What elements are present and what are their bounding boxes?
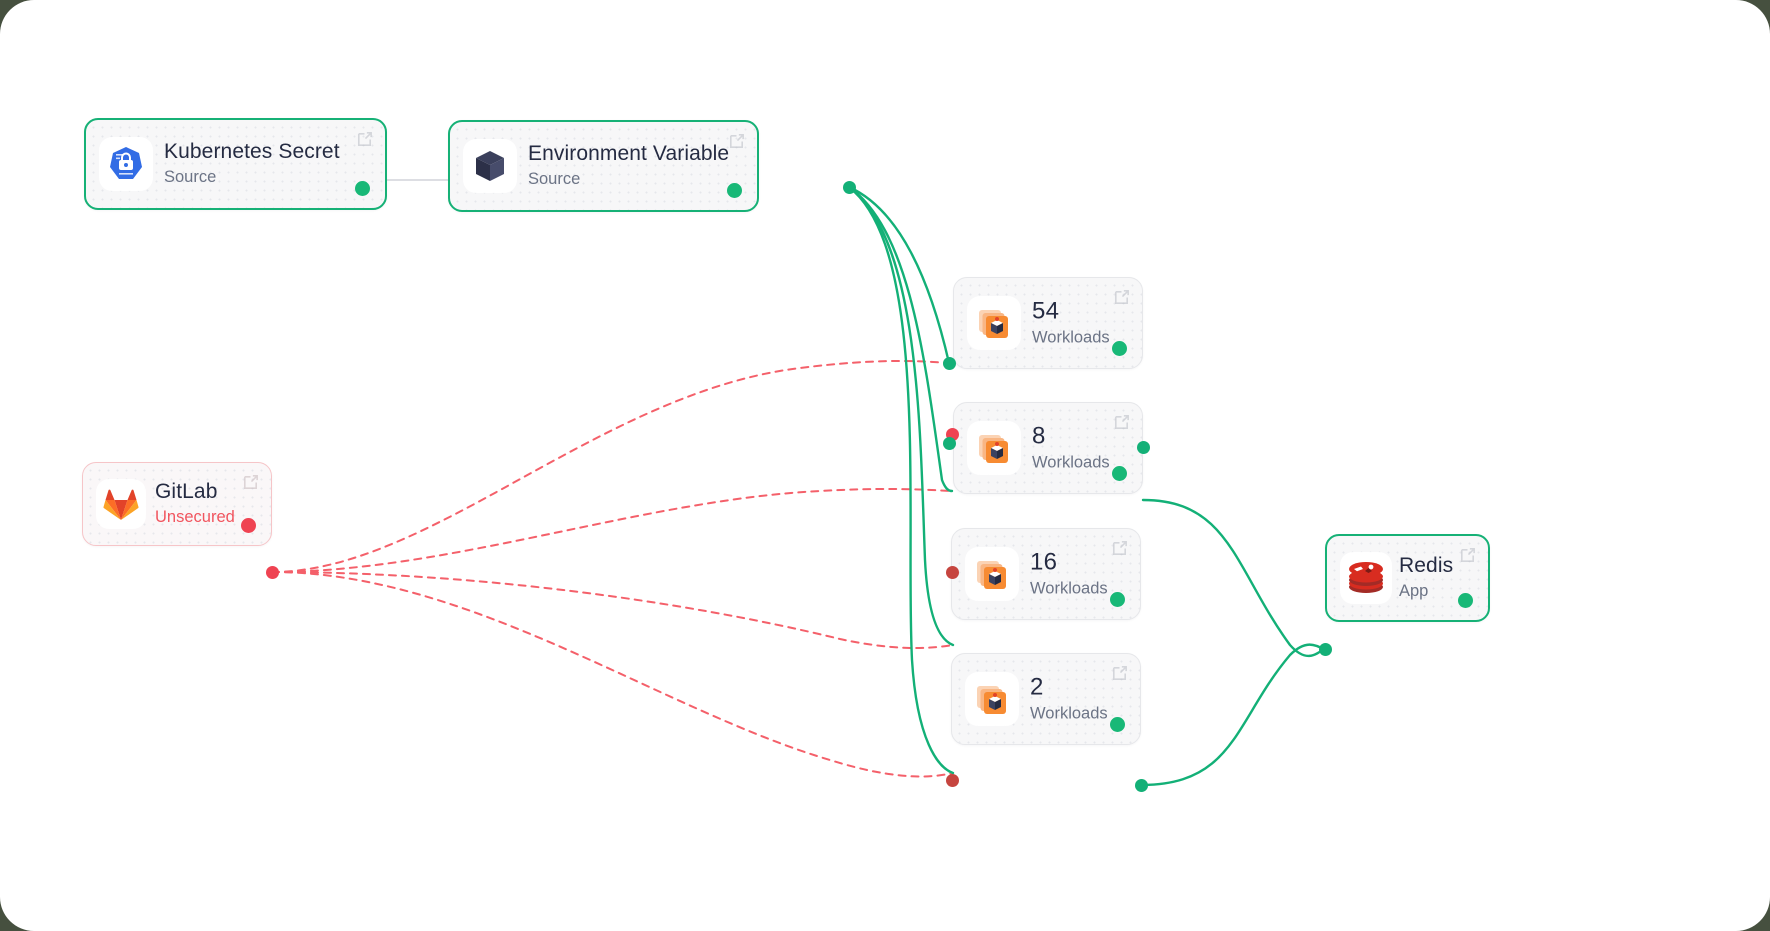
workload-stack-icon bbox=[966, 673, 1018, 725]
node-subtitle: Workloads bbox=[1032, 453, 1110, 472]
edge-gitlab-to-16 bbox=[271, 571, 954, 650]
edge-envvar-to-54 bbox=[847, 185, 951, 365]
node-workloads-2[interactable]: 2 Workloads bbox=[951, 653, 1141, 745]
edge-gitlab-to-54 bbox=[271, 359, 950, 573]
node-gitlab[interactable]: GitLab Unsecured bbox=[82, 462, 272, 546]
port-workloads-16-in[interactable] bbox=[946, 566, 959, 579]
workload-stack-icon bbox=[966, 548, 1018, 600]
status-dot bbox=[1110, 717, 1125, 732]
status-dot bbox=[1110, 592, 1125, 607]
redis-icon bbox=[1341, 553, 1391, 603]
node-workloads-16[interactable]: 16 Workloads bbox=[951, 528, 1141, 620]
port-workloads-2-in[interactable] bbox=[946, 774, 959, 787]
status-dot bbox=[1112, 466, 1127, 481]
node-subtitle: Unsecured bbox=[155, 507, 235, 526]
node-text: GitLab Unsecured bbox=[155, 480, 235, 528]
workload-stack-icon bbox=[968, 422, 1020, 474]
node-count: 2 bbox=[1030, 673, 1044, 701]
edge-2-to-redis bbox=[1139, 643, 1327, 787]
node-title: Redis bbox=[1399, 554, 1454, 578]
node-workloads-8[interactable]: 8 Workloads bbox=[953, 402, 1143, 494]
external-link-icon[interactable] bbox=[727, 132, 746, 151]
node-text: 16 Workloads bbox=[1030, 548, 1108, 599]
external-link-icon[interactable] bbox=[1110, 664, 1129, 683]
edge-envvar-to-8 bbox=[847, 185, 954, 493]
node-title: Kubernetes Secret bbox=[164, 140, 340, 164]
node-kubernetes-secret[interactable]: Kubernetes Secret Source bbox=[84, 118, 387, 210]
node-text: 2 Workloads bbox=[1030, 673, 1108, 724]
edge-gitlab-to-8 bbox=[271, 487, 953, 573]
node-subtitle: Source bbox=[164, 167, 217, 186]
workload-stack-icon bbox=[968, 297, 1020, 349]
port-redis-in[interactable] bbox=[1319, 643, 1332, 656]
edge-gitlab-to-2 bbox=[271, 571, 954, 778]
node-workloads-54[interactable]: 54 Workloads bbox=[953, 277, 1143, 369]
port-workloads-54-in[interactable] bbox=[943, 357, 956, 370]
node-subtitle: App bbox=[1399, 581, 1429, 600]
port-envvar-out[interactable] bbox=[843, 181, 856, 194]
node-count: 8 bbox=[1032, 422, 1046, 450]
edge-8-to-redis bbox=[1141, 498, 1327, 658]
status-dot bbox=[727, 183, 742, 198]
node-environment-variable[interactable]: Environment Variable Source bbox=[448, 120, 759, 212]
external-link-icon[interactable] bbox=[1110, 539, 1129, 558]
external-link-icon[interactable] bbox=[1112, 288, 1131, 307]
external-link-icon[interactable] bbox=[1112, 413, 1131, 432]
node-redis[interactable]: Redis App bbox=[1325, 534, 1490, 622]
gitlab-icon bbox=[97, 480, 145, 528]
node-subtitle: Workloads bbox=[1032, 328, 1110, 347]
node-text: Environment Variable Source bbox=[528, 142, 729, 190]
port-gitlab-out[interactable] bbox=[266, 566, 279, 579]
node-text: Kubernetes Secret Source bbox=[164, 140, 340, 188]
status-dot bbox=[1458, 593, 1473, 608]
port-workloads-8-in[interactable] bbox=[943, 437, 956, 450]
node-title: Environment Variable bbox=[528, 142, 730, 166]
node-count: 54 bbox=[1032, 297, 1060, 325]
node-count: 16 bbox=[1030, 548, 1058, 576]
status-dot bbox=[355, 181, 370, 196]
edge-envvar-to-2 bbox=[847, 185, 955, 775]
kubernetes-secret-icon bbox=[100, 138, 152, 190]
external-link-icon[interactable] bbox=[1458, 546, 1477, 565]
cube-icon bbox=[464, 140, 516, 192]
edge-envvar-to-16 bbox=[847, 185, 955, 647]
port-workloads-2-out[interactable] bbox=[1135, 779, 1148, 792]
external-link-icon[interactable] bbox=[355, 130, 374, 149]
external-link-icon[interactable] bbox=[241, 473, 260, 492]
status-dot bbox=[1112, 341, 1127, 356]
node-subtitle: Source bbox=[528, 169, 581, 188]
node-text: 8 Workloads bbox=[1032, 422, 1110, 473]
node-text: Redis App bbox=[1399, 554, 1453, 602]
port-workloads-8-out[interactable] bbox=[1137, 441, 1150, 454]
node-text: 54 Workloads bbox=[1032, 297, 1110, 348]
status-dot bbox=[241, 518, 256, 533]
node-title: GitLab bbox=[155, 480, 218, 504]
node-subtitle: Workloads bbox=[1030, 579, 1108, 598]
node-subtitle: Workloads bbox=[1030, 704, 1108, 723]
